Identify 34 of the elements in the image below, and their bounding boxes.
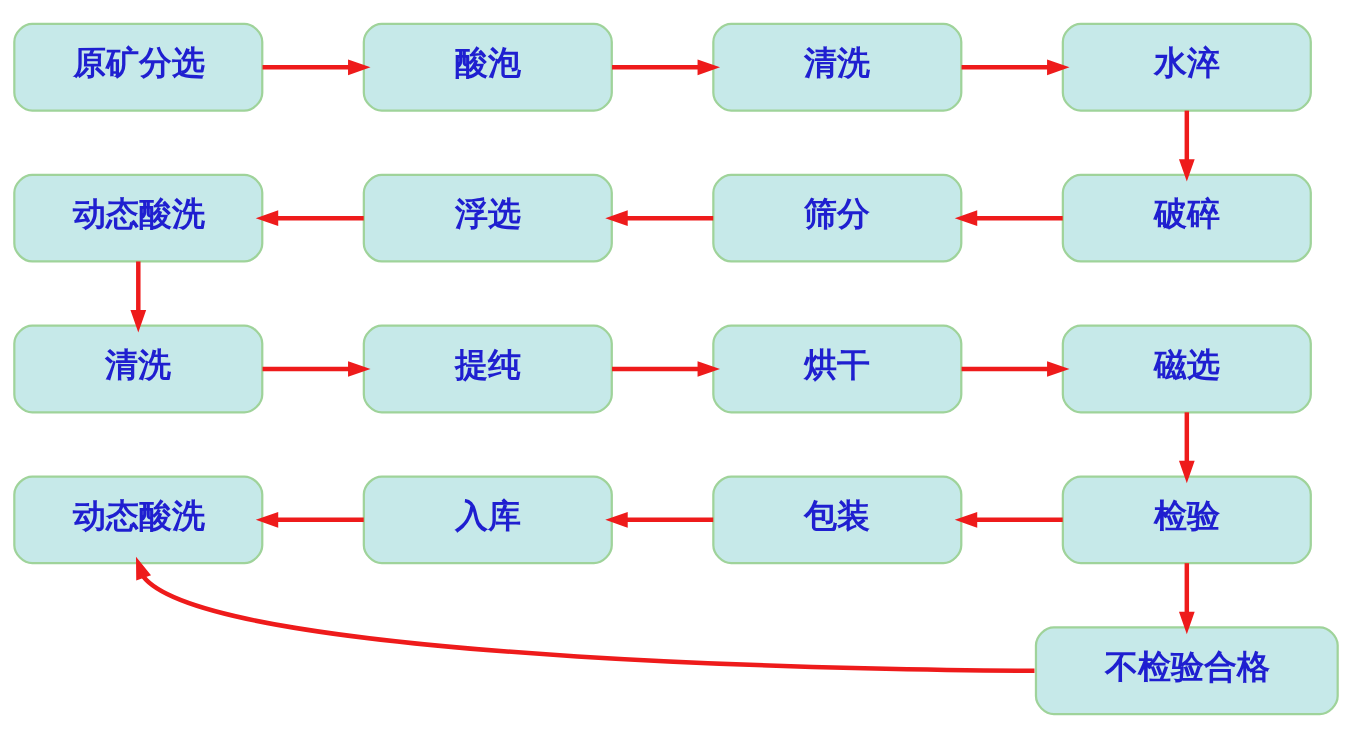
arrow [612, 361, 721, 377]
node-box: 动态酸洗 [13, 173, 264, 263]
arrow [954, 512, 1063, 528]
arrow [255, 210, 364, 226]
node-box: 清洗 [13, 324, 264, 414]
node-box: 包装 [712, 475, 963, 565]
arrow [255, 512, 364, 528]
node-box: 酸泡 [362, 22, 613, 112]
node-box: 动态酸洗 [13, 475, 264, 565]
arrow [262, 59, 371, 76]
arrow [605, 210, 714, 226]
arrow [961, 59, 1070, 76]
node-box: 入库 [362, 475, 613, 565]
arrow [605, 512, 714, 528]
arrow [130, 261, 147, 333]
arrow [961, 361, 1070, 377]
arrow [954, 210, 1063, 226]
arrow [1178, 412, 1195, 484]
arrow [136, 556, 1035, 673]
node-box: 提纯 [362, 324, 613, 414]
node-box: 磁选 [1061, 324, 1312, 414]
node-box: 浮选 [362, 173, 613, 263]
node-box: 原矿分选 [13, 22, 264, 112]
arrow [1178, 563, 1195, 635]
node-box: 检验 [1061, 475, 1312, 565]
node-box: 破碎 [1061, 173, 1312, 263]
arrow [1178, 110, 1195, 182]
arrow [262, 361, 371, 377]
node-box: 烘干 [712, 324, 963, 414]
node-box: 水淬 [1061, 22, 1312, 112]
node-box: 筛分 [712, 173, 963, 263]
node-box: 清洗 [712, 22, 963, 112]
arrow [612, 59, 721, 76]
node-box: 不检验合格 [1034, 626, 1339, 716]
